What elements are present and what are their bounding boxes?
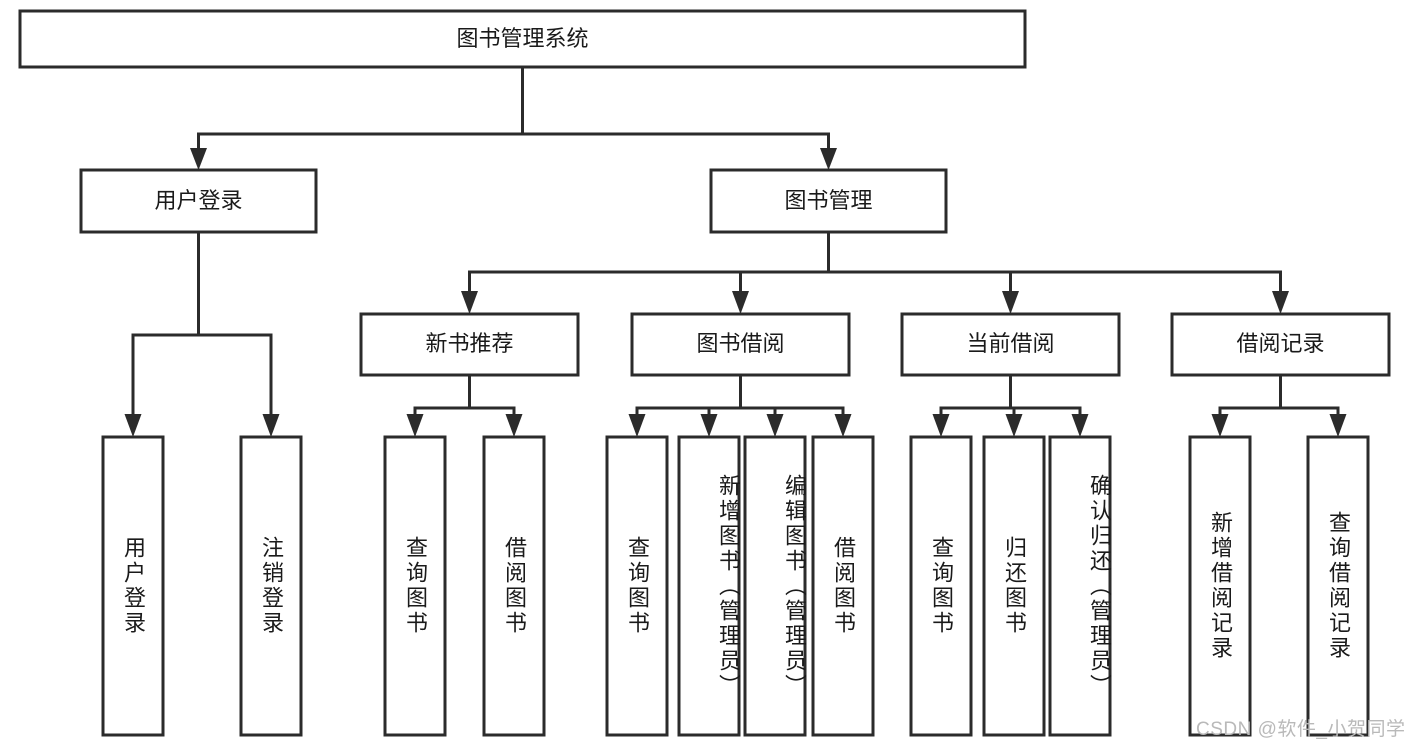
node-leaf-query-book-3[interactable] [909, 435, 973, 737]
label-new-book-rec: 新书推荐 [425, 331, 513, 356]
node-root[interactable] [18, 9, 1027, 69]
node-layer [18, 9, 1391, 737]
label-borrow-record: 借阅记录 [1236, 331, 1324, 356]
node-book-borrow[interactable] [630, 312, 851, 377]
node-leaf-query-record[interactable] [1306, 435, 1370, 737]
node-leaf-user-logout[interactable] [239, 435, 303, 737]
node-leaf-edit-book[interactable] [743, 435, 807, 737]
arrow-head-icon [1211, 414, 1229, 437]
node-leaf-add-book[interactable] [677, 435, 741, 737]
edge-currentborrow-to-leaves [932, 373, 1089, 437]
arrow-head-icon [766, 414, 784, 437]
arrow-head-icon [1329, 414, 1347, 437]
edge-root-to-level1 [190, 65, 837, 170]
label-book-manage: 图书管理 [784, 188, 872, 213]
node-book-manage[interactable] [709, 168, 948, 234]
node-borrow-record[interactable] [1170, 312, 1391, 377]
node-new-book-rec[interactable] [359, 312, 580, 377]
node-leaf-borrow-book-2[interactable] [811, 435, 875, 737]
arrow-head-icon [1071, 414, 1089, 437]
node-leaf-return-book[interactable] [982, 435, 1046, 737]
arrow-head-icon [732, 291, 749, 314]
node-user-login[interactable] [79, 168, 318, 234]
arrow-head-icon [461, 291, 478, 314]
node-leaf-borrow-book-1[interactable] [482, 435, 546, 737]
label-root: 图书管理系统 [456, 26, 588, 51]
arrow-head-icon [505, 414, 523, 437]
arrow-head-icon [700, 414, 718, 437]
edge-borrowrecord-to-leaves [1211, 373, 1347, 437]
arrow-head-icon [190, 148, 207, 170]
arrow-head-icon [262, 414, 280, 437]
arrow-head-icon [1002, 291, 1019, 314]
label-user-login: 用户登录 [154, 188, 242, 213]
arrow-head-icon [628, 414, 646, 437]
node-leaf-query-book-2[interactable] [605, 435, 669, 737]
node-leaf-query-book-1[interactable] [383, 435, 447, 737]
horizontal-label-layer: 图书管理系统 用户登录 图书管理 新书推荐 图书借阅 当前借阅 借阅记录 [154, 26, 1324, 356]
arrow-head-icon [820, 148, 837, 170]
node-leaf-add-record[interactable] [1188, 435, 1252, 737]
arrow-head-icon [834, 414, 852, 437]
arrow-head-icon [1005, 414, 1023, 437]
node-leaf-user-login[interactable] [101, 435, 165, 737]
node-leaf-confirm-return[interactable] [1048, 435, 1112, 737]
arrow-head-icon [124, 414, 142, 437]
connector-layer [124, 65, 1347, 437]
arrow-head-icon [1272, 291, 1289, 314]
edge-bookborrow-to-leaves [628, 373, 852, 437]
arrow-head-icon [932, 414, 950, 437]
arrow-head-icon [406, 414, 424, 437]
csdn-watermark: CSDN @软件_小贺同学 [1196, 719, 1405, 740]
edge-userlogin-to-leaves [124, 230, 280, 437]
edge-newbookrec-to-leaves [406, 373, 523, 437]
label-book-borrow: 图书借阅 [696, 331, 784, 356]
edge-bookmanage-to-groups [461, 230, 1289, 314]
node-current-borrow[interactable] [900, 312, 1121, 377]
label-current-borrow: 当前借阅 [966, 331, 1054, 356]
